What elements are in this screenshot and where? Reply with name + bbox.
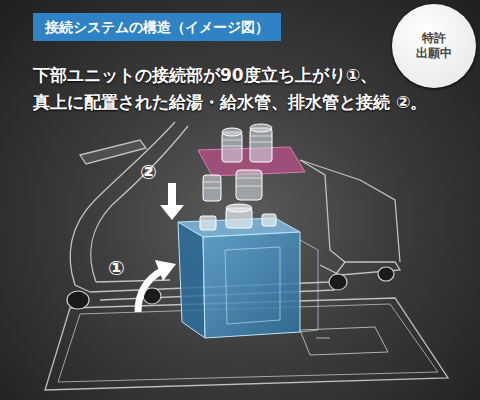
callout-number: ① xyxy=(108,256,125,280)
patent-badge: 特許 出願中 xyxy=(392,4,476,88)
badge-text: 特許 出願中 xyxy=(416,31,452,61)
title-text: 接続システムの構造（イメージ図） xyxy=(45,19,269,35)
description-line: 下部ユニットの接続部が90度立ち上がり①、 xyxy=(33,64,377,87)
description-line: 真上に配置された給湯・給水管、排水管と接続 ②。 xyxy=(33,91,427,114)
callout-number: ② xyxy=(140,160,157,184)
title-band: 接続システムの構造（イメージ図） xyxy=(33,13,281,41)
